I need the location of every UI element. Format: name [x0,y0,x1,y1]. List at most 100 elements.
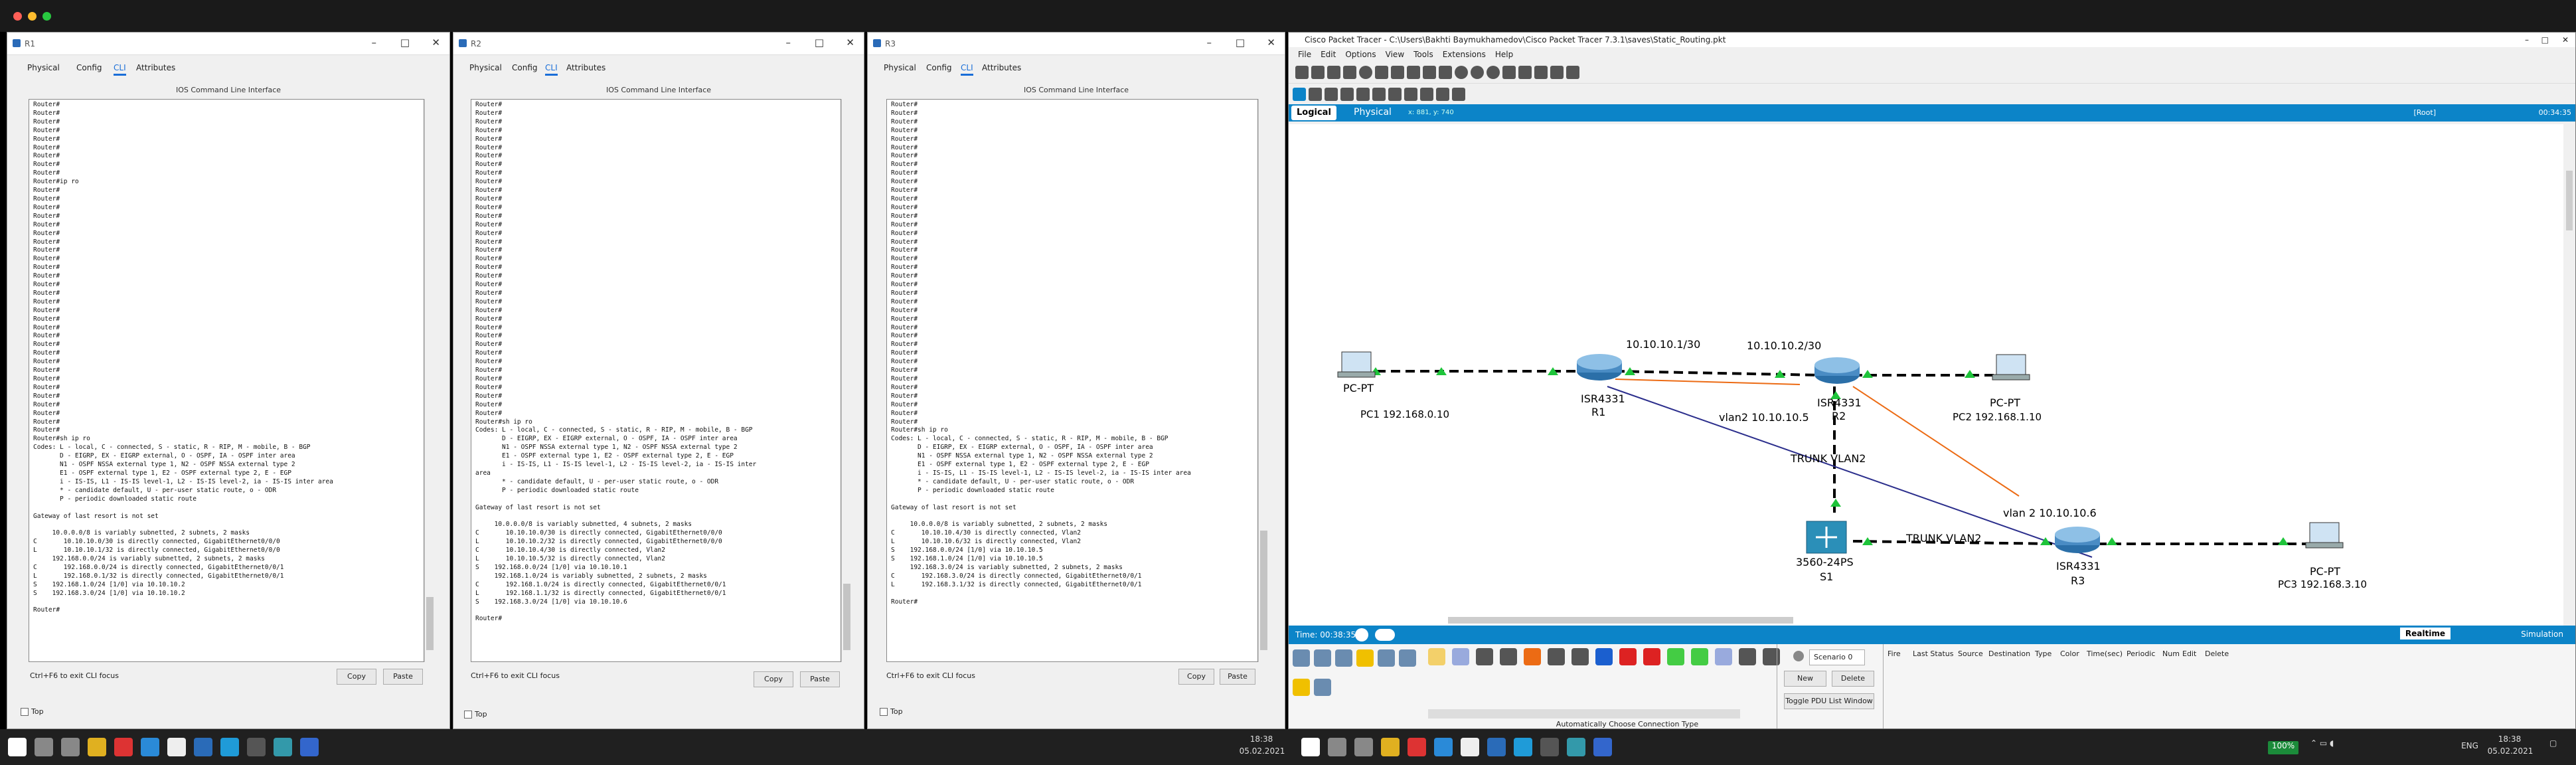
app-taskbar-icon[interactable] [300,738,319,756]
tab-config[interactable]: Config [76,63,102,72]
language-indicator[interactable]: ENG [2461,741,2478,750]
cli-output[interactable]: Router# Router# Router# Router# Router# … [471,99,841,662]
tab-cli[interactable]: CLI [114,63,126,76]
cable-octal-icon[interactable] [1643,648,1660,665]
skype-icon[interactable] [220,738,239,756]
resize-icon[interactable] [1340,88,1354,101]
menu-edit[interactable]: Edit [1321,50,1336,59]
mail-icon[interactable] [1436,88,1449,101]
task-view-icon-2[interactable] [1354,738,1373,756]
cable-generic-icon[interactable] [1739,648,1756,665]
top-checkbox[interactable]: Top [21,707,44,716]
multiuser-icon[interactable] [1399,649,1416,667]
rectangle-icon[interactable] [1388,88,1402,101]
close-icon[interactable]: ✕ [846,37,854,48]
scenario-select[interactable]: Scenario 0 [1809,649,1865,665]
menu-file[interactable]: File [1298,50,1312,59]
cli-output[interactable]: Router# Router# Router# Router# Router# … [886,99,1258,662]
redo-icon[interactable] [1439,66,1452,79]
cable-straight-icon[interactable] [1476,648,1493,665]
console-r2-r3[interactable] [1852,386,2020,497]
fullscreen-dot-icon[interactable] [42,12,51,21]
minimize-icon[interactable]: – [1206,37,1212,48]
components-icon[interactable] [1335,649,1352,667]
select-icon[interactable] [1293,88,1306,101]
maximize-icon[interactable]: □ [814,37,824,48]
top-checkbox[interactable]: Top [880,707,903,716]
cli-scrollbar[interactable] [1258,99,1269,662]
console-r1-r2[interactable] [1615,379,1801,385]
task-view-icon[interactable] [61,738,80,756]
r1-router-icon[interactable] [1577,354,1622,381]
tab-cli[interactable]: CLI [545,63,558,76]
network-info-icon[interactable] [1375,66,1388,79]
link-r1-r2[interactable] [1615,370,1824,377]
tab-config[interactable]: Config [512,63,538,72]
cable-serial-dte-icon[interactable] [1619,648,1637,665]
pc2-icon[interactable] [1992,354,2030,381]
tab-attributes[interactable]: Attributes [136,63,176,72]
col-destination[interactable]: Destination [1988,649,2031,658]
cable-console-icon[interactable] [1452,648,1469,665]
freeform-icon[interactable] [1420,88,1433,101]
zoom-reset-icon[interactable] [1471,66,1484,79]
open-icon[interactable] [1311,66,1325,79]
word-icon[interactable] [194,738,212,756]
new-scenario-button[interactable]: New [1784,671,1826,687]
zoom-in-icon[interactable] [1455,66,1468,79]
menu-options[interactable]: Options [1345,50,1376,59]
paste-button[interactable]: Paste [383,669,423,685]
packet-tracer-taskbar-icon[interactable] [274,738,292,756]
telegram-icon[interactable] [141,738,159,756]
paste-button[interactable]: Paste [800,671,840,687]
cable-iot-icon[interactable] [1667,648,1684,665]
close-icon[interactable]: ✕ [2561,35,2569,44]
cable-auto-icon[interactable] [1428,648,1445,665]
pc1-icon[interactable] [1337,351,1376,378]
col-periodic[interactable]: Periodic [2127,649,2156,658]
maximize-icon[interactable]: □ [2541,35,2549,44]
print-icon[interactable] [1343,66,1356,79]
notification-icon[interactable]: ▢ [2549,738,2557,748]
grid-icon[interactable] [1314,679,1331,696]
col-source[interactable]: Source [1958,649,1983,658]
cable-phone-icon[interactable] [1548,648,1565,665]
terminal-icon-2[interactable] [1540,738,1559,756]
physical-tab[interactable]: Physical [1354,107,1392,118]
search-icon-2[interactable] [1328,738,1346,756]
misc-icon[interactable] [1378,649,1395,667]
telegram-icon-2[interactable] [1434,738,1453,756]
zoom-out-icon[interactable] [1487,66,1500,79]
power-cycle-icon[interactable] [1355,628,1368,641]
logical-tab[interactable]: Logical [1291,106,1336,120]
battery-indicator[interactable]: 100% [2268,741,2298,754]
close-dot-icon[interactable] [13,12,22,21]
file-explorer-icon-2[interactable] [1381,738,1400,756]
start-icon-2[interactable] [1301,738,1320,756]
menu-help[interactable]: Help [1494,50,1514,59]
col-edit[interactable]: Edit [2182,649,2197,658]
cable-serial-dce-icon[interactable] [1595,648,1613,665]
canvas-hscroll[interactable] [1448,617,1793,624]
minimize-dot-icon[interactable] [28,12,37,21]
drawing-palette-icon[interactable] [1502,66,1516,79]
opera-icon[interactable] [114,738,133,756]
connections-icon[interactable] [1356,649,1374,667]
terminal-icon[interactable] [247,738,266,756]
simulation-tab[interactable]: Simulation [2521,630,2563,639]
undo-icon[interactable] [1423,66,1436,79]
tab-physical[interactable]: Physical [469,63,502,72]
maximize-icon[interactable]: □ [1235,37,1245,48]
paste-icon[interactable] [1407,66,1420,79]
copy-icon[interactable] [1391,66,1404,79]
cable-extra-icon[interactable] [1763,648,1780,665]
cli-scrollbar[interactable] [424,99,435,662]
col-time[interactable]: Time(sec) [2087,649,2123,658]
file-explorer-icon[interactable] [88,738,106,756]
col-color[interactable]: Color [2060,649,2079,658]
note-icon[interactable] [1356,88,1370,101]
search-icon[interactable] [35,738,53,756]
col-last-status[interactable]: Last Status [1913,649,1954,658]
notepad-icon[interactable] [167,738,186,756]
minimize-icon[interactable]: – [785,37,791,48]
